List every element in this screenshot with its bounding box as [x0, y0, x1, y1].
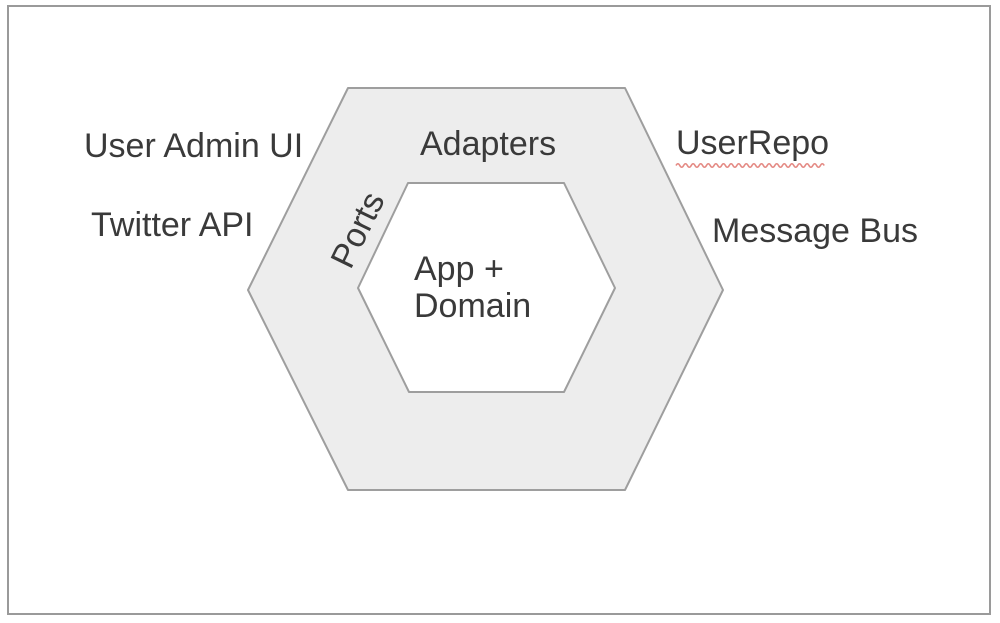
- label-user-repo: UserRepo: [676, 124, 830, 162]
- spellcheck-underline: [675, 162, 825, 169]
- label-user-admin-ui: User Admin UI: [84, 127, 304, 165]
- label-adapters: Adapters: [420, 125, 557, 163]
- label-twitter-api: Twitter API: [91, 206, 254, 244]
- label-message-bus: Message Bus: [712, 212, 918, 250]
- app-domain-line1: App +: [414, 250, 504, 288]
- app-domain-line2: Domain: [414, 287, 532, 325]
- inner-hexagon: [357, 182, 616, 393]
- label-app-domain: App + Domain: [414, 251, 531, 325]
- diagram-frame-border: [7, 5, 991, 615]
